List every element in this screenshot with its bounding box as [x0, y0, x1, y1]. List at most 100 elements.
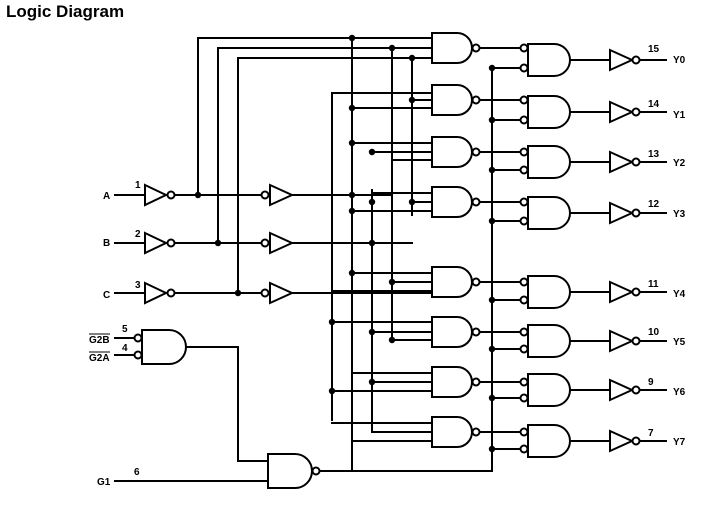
junction-dot [348, 139, 356, 147]
output-driver-4 [609, 280, 635, 304]
input-b-buffer-bubble [260, 238, 270, 248]
output-driver-bubble-2 [631, 157, 641, 167]
junction-dot [488, 116, 496, 124]
output-driver-bubble-3 [631, 208, 641, 218]
output-gate-input-bubble-4 [519, 277, 529, 287]
enable-nand-gate [267, 453, 313, 489]
output-and-gate-4 [527, 275, 571, 309]
output-y4: 11 Y4 [648, 279, 686, 300]
junction-dot [368, 378, 376, 386]
input-b-label: B [103, 238, 110, 249]
input-c-inverter [144, 281, 169, 305]
junction-dot [214, 239, 222, 247]
junction-dot [348, 191, 356, 199]
decoder-nand-gate-7 [431, 416, 473, 448]
input-b-inverter [144, 231, 169, 255]
junction-dot [488, 217, 496, 225]
junction-dot [388, 44, 396, 52]
input-a-inverter-bubble [166, 190, 176, 200]
junction-dot [408, 54, 416, 62]
decoder-nand-bubble-1 [471, 95, 481, 105]
input-c-pin: 3 [135, 280, 141, 291]
junction-dot [408, 96, 416, 104]
output-y1-label: Y1 [673, 110, 686, 121]
output-y1-pin: 14 [648, 99, 660, 110]
junction-dot [368, 239, 376, 247]
input-c-label: C [103, 290, 110, 301]
junction-dot [488, 64, 496, 72]
decoder-nand-gate-6 [431, 366, 473, 398]
enable-nand-bubble [311, 466, 321, 476]
output-gate-input-bubble-0 [519, 43, 529, 53]
output-driver-bubble-6 [631, 385, 641, 395]
output-gate-input-bubble-2 [519, 147, 529, 157]
junction-dot [194, 191, 202, 199]
output-driver-bubble-1 [631, 107, 641, 117]
output-y0: 15 Y0 [648, 44, 686, 66]
enable-input-bubble-5 [519, 344, 529, 354]
junction-dot [388, 278, 396, 286]
output-driver-bubble-7 [631, 436, 641, 446]
output-y6: 9 Y6 [648, 377, 686, 398]
output-y7: 7 Y7 [648, 428, 686, 448]
g2b-bubble [133, 333, 143, 343]
output-driver-2 [609, 150, 635, 174]
output-y5: 10 Y5 [648, 327, 686, 348]
junction-dot [328, 387, 336, 395]
output-y4-pin: 11 [648, 279, 659, 290]
diagram-title: Logic Diagram [6, 2, 124, 21]
output-y5-pin: 10 [648, 327, 660, 338]
output-driver-1 [609, 100, 635, 124]
output-y7-label: Y7 [673, 437, 686, 448]
junction-dot [348, 104, 356, 112]
junction-dot [408, 198, 416, 206]
junction-dot [488, 394, 496, 402]
junction-dot [488, 296, 496, 304]
junction-dot [488, 345, 496, 353]
output-gate-input-bubble-7 [519, 427, 529, 437]
a-true-route [197, 37, 433, 196]
output-gate-input-bubble-5 [519, 327, 529, 337]
output-and-gate-5 [527, 324, 571, 358]
output-and-gate-7 [527, 424, 571, 458]
output-y7-pin: 7 [648, 428, 654, 439]
enable-input-bubble-0 [519, 63, 529, 73]
junction-dot [348, 207, 356, 215]
input-b-inverter-bubble [166, 238, 176, 248]
junction-dot [488, 166, 496, 174]
output-y3: 12 Y3 [648, 199, 686, 220]
gates [133, 32, 641, 489]
enable-input-bubble-7 [519, 444, 529, 454]
output-y6-pin: 9 [648, 377, 654, 388]
enable-input-bubble-2 [519, 165, 529, 175]
input-a-pin: 1 [135, 180, 141, 191]
output-driver-5 [609, 329, 635, 353]
input-g2a-pin: 4 [122, 343, 128, 354]
decoder-nand-gate-5 [431, 316, 473, 348]
decoder-nand-gate-2 [431, 136, 473, 168]
input-g2b-label: G2B [89, 335, 110, 346]
junction-dot [488, 445, 496, 453]
input-c-buffer-bubble [260, 288, 270, 298]
output-and-gate-3 [527, 196, 571, 230]
wires [114, 37, 667, 482]
junction-dot [368, 148, 376, 156]
output-y2-label: Y2 [673, 158, 686, 169]
output-driver-0 [609, 48, 635, 72]
decoder-nand-bubble-2 [471, 147, 481, 157]
output-driver-6 [609, 378, 635, 402]
output-gate-input-bubble-1 [519, 95, 529, 105]
output-y3-label: Y3 [673, 209, 686, 220]
input-c-inverter-bubble [166, 288, 176, 298]
junction-dot [368, 328, 376, 336]
output-driver-bubble-0 [631, 55, 641, 65]
output-and-gate-6 [527, 373, 571, 407]
input-a-buffer [269, 183, 295, 207]
enable-input-bubble-3 [519, 216, 529, 226]
decoder-nand-bubble-4 [471, 277, 481, 287]
decoder-nand-bubble-7 [471, 427, 481, 437]
output-gate-input-bubble-3 [519, 197, 529, 207]
output-gate-input-bubble-6 [519, 377, 529, 387]
junction-dot [388, 336, 396, 344]
